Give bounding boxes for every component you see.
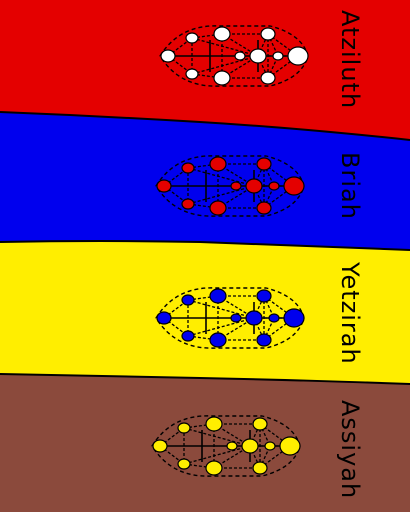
sefirah-tiferet (245, 310, 263, 326)
sefirah-gevurah (205, 416, 223, 432)
tree-path (183, 445, 251, 465)
sefirah-binah (181, 162, 195, 174)
tree-path (187, 167, 255, 187)
sefirah-netzach (256, 333, 272, 347)
tree-of-life-yetzirah (155, 287, 305, 349)
sefirah-yesod (272, 51, 284, 61)
sefirah-chokhmah (181, 198, 195, 210)
world-label-briah: Briah (336, 152, 364, 220)
tree-of-life-atziluth (159, 25, 309, 87)
tree-path (191, 55, 259, 75)
sefirah-gevurah (209, 288, 227, 304)
band-divider (0, 111, 410, 141)
tree-path (187, 317, 255, 337)
band-briah (0, 112, 410, 250)
sefirah-malkuth (279, 436, 301, 456)
sefirah-chesed (209, 200, 227, 216)
world-label-yetzirah: Yetzirah (336, 262, 364, 365)
sefirah-hod (256, 157, 272, 171)
band-atziluth (0, 0, 410, 140)
sefirah-tiferet (241, 438, 259, 454)
sefirah-hod (256, 289, 272, 303)
sefirah-daat (230, 181, 242, 191)
sefirah-chesed (209, 332, 227, 348)
sefirah-malkuth (283, 176, 305, 196)
sefirah-hod (252, 417, 268, 431)
sefirah-binah (185, 32, 199, 44)
sefirah-daat (226, 441, 238, 451)
sefirah-yesod (268, 181, 280, 191)
sefirah-daat (234, 51, 246, 61)
sefirah-hod (260, 27, 276, 41)
sefirah-tiferet (249, 48, 267, 64)
band-divider (0, 373, 410, 385)
sefirah-daat (230, 313, 242, 323)
sefirah-netzach (260, 71, 276, 85)
sefirah-chokhmah (177, 458, 191, 470)
sefirah-gevurah (209, 156, 227, 172)
sefirah-netzach (256, 201, 272, 215)
band-assiyah (0, 374, 410, 512)
tree-path (187, 185, 255, 205)
sefirah-malkuth (283, 308, 305, 328)
band-divider (0, 240, 410, 251)
sefirah-chesed (213, 70, 231, 86)
sefirah-binah (181, 294, 195, 306)
sefirah-keter (152, 439, 168, 453)
sefirah-chesed (205, 460, 223, 476)
band-yetzirah (0, 241, 410, 384)
sefirah-netzach (252, 461, 268, 475)
trees-of-life (151, 25, 309, 477)
sefirah-yesod (264, 441, 276, 451)
sefirah-yesod (268, 313, 280, 323)
sefirah-keter (160, 49, 176, 63)
world-label-atziluth: Atziluth (336, 10, 364, 110)
tree-of-life-briah (155, 155, 305, 217)
world-label-assiyah: Assiyah (336, 400, 364, 500)
sefirah-chokhmah (185, 68, 199, 80)
tree-path (183, 427, 251, 447)
sefirah-keter (156, 311, 172, 325)
sefirah-gevurah (213, 26, 231, 42)
sefirah-chokhmah (181, 330, 195, 342)
tree-path (191, 37, 259, 57)
sefirah-keter (156, 179, 172, 193)
tree-path (187, 299, 255, 319)
tree-of-life-assiyah (151, 415, 301, 477)
sefirah-binah (177, 422, 191, 434)
sefirah-malkuth (287, 46, 309, 66)
sefirah-tiferet (245, 178, 263, 194)
